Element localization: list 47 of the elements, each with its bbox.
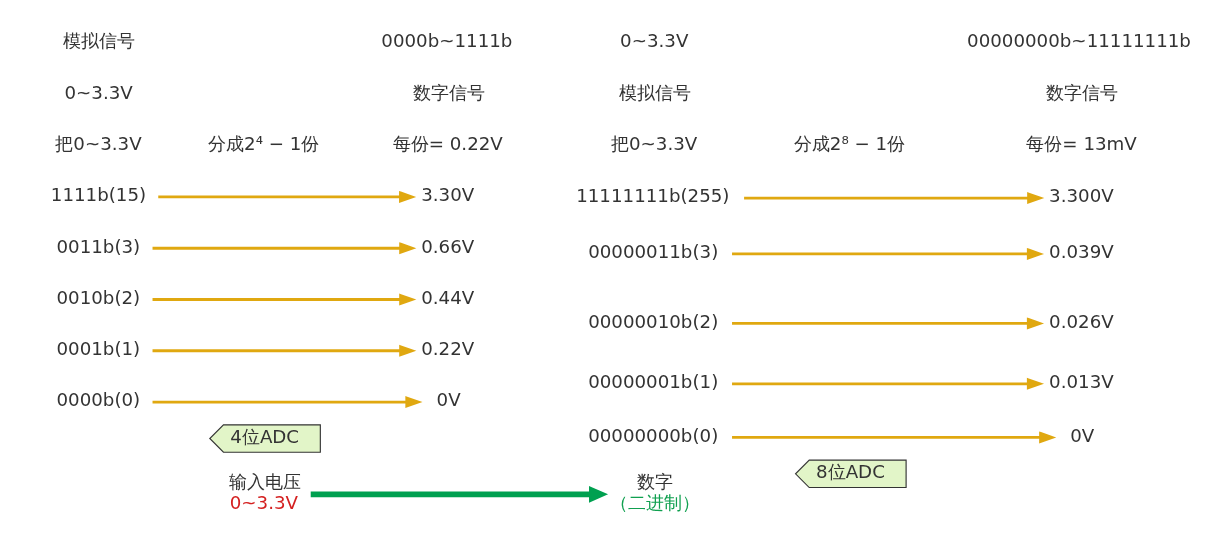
node-text: 0.22V	[421, 337, 475, 359]
arrow	[310, 485, 609, 503]
node-text: 1111b(15)	[50, 183, 147, 205]
node-text: 00000010b(2)	[588, 310, 719, 332]
node-text: 0V	[1070, 424, 1095, 446]
arrow	[732, 247, 1045, 260]
node-text: 数字 （二进制）	[610, 470, 701, 513]
node-text: 11111111b(255)	[576, 184, 730, 206]
node-text: 0.039V	[1049, 240, 1114, 262]
arrow	[152, 344, 417, 357]
node-text: 0001b(1)	[56, 337, 141, 359]
arrow	[152, 293, 417, 305]
node-text: 输入电压 0~3.3V	[228, 470, 301, 513]
label: 每份= 0.22V	[392, 132, 503, 154]
label: 0000b~1111b	[381, 29, 513, 51]
node-text: 0000b(0)	[56, 388, 141, 410]
label: 分成2⁸ − 1份	[793, 132, 906, 154]
arrow	[732, 377, 1045, 390]
label: 分成2⁴ − 1份	[208, 132, 320, 154]
arrow	[152, 241, 417, 254]
label: 数字信号	[412, 81, 485, 103]
label: 模拟信号	[63, 29, 136, 51]
node-text: 0.026V	[1049, 310, 1114, 332]
node-text: 00000001b(1)	[588, 370, 719, 392]
label: 把0~3.3V	[610, 132, 698, 154]
node-text: 00000000b(0)	[588, 424, 719, 446]
node-text: 0.44V	[421, 286, 475, 308]
node-text: 00000011b(3)	[588, 240, 719, 262]
node-text: 3.30V	[421, 183, 475, 205]
node-text: 0010b(2)	[56, 286, 141, 308]
arrow	[152, 395, 423, 408]
node-text: 0011b(3)	[56, 235, 141, 257]
arrow	[732, 316, 1045, 329]
arrow	[744, 191, 1045, 204]
arrow	[158, 190, 417, 203]
label: 每份= 13mV	[1026, 132, 1137, 154]
label: 0~3.3V	[64, 81, 133, 103]
label: 把0~3.3V	[55, 132, 142, 154]
arrow	[732, 430, 1057, 443]
node-text: 0.013V	[1049, 370, 1114, 392]
label: 00000000b~11111111b	[967, 29, 1191, 51]
node-text: 0V	[436, 388, 461, 410]
node-text: 3.300V	[1049, 184, 1114, 206]
node-text: 0.66V	[421, 235, 475, 257]
label: 数字信号	[1046, 81, 1119, 103]
label: 模拟信号	[618, 81, 691, 103]
label: 0~3.3V	[620, 29, 689, 51]
